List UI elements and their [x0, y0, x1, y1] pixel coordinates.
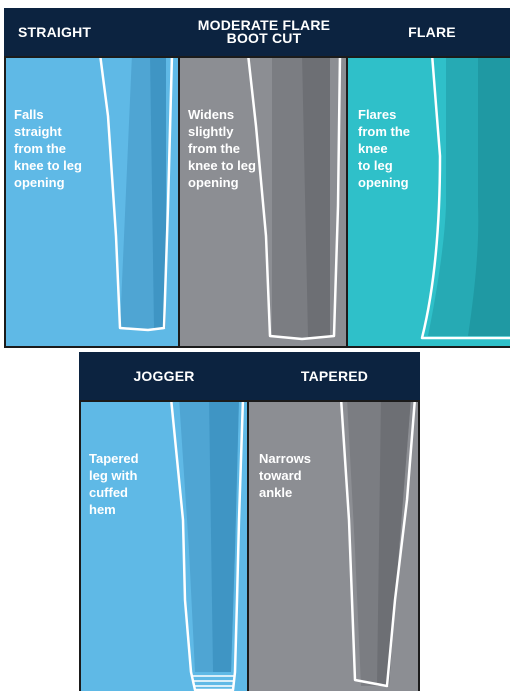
heading-jogger: JOGGER [79, 352, 249, 400]
heading-bootcut-label: MODERATE FLARE BOOT CUT [198, 19, 330, 45]
bootcut-leg-icon [180, 56, 348, 348]
jogger-description: Tapered leg with cuffed hem [89, 450, 139, 518]
flare-panel: Flares from the knee to leg opening [348, 56, 510, 348]
flare-leg-icon [348, 56, 510, 348]
tapered-panel: Narrows toward ankle [249, 400, 420, 691]
jogger-panel: Tapered leg with cuffed hem [79, 400, 249, 691]
heading-flare: FLARE [354, 8, 510, 56]
heading-straight-label: STRAIGHT [18, 26, 91, 39]
heading-flare-label: FLARE [408, 26, 456, 39]
straight-leg-icon [4, 56, 180, 348]
heading-jogger-label: JOGGER [133, 370, 194, 383]
flare-description: Flares from the knee to leg opening [358, 106, 410, 191]
tapered-description: Narrows toward ankle [259, 450, 311, 501]
tapered-leg-icon [249, 400, 420, 691]
bootcut-description: Widens slightly from the knee to leg ope… [188, 106, 256, 191]
heading-straight: STRAIGHT [4, 8, 174, 56]
heading-tapered: TAPERED [249, 352, 420, 400]
heading-tapered-label: TAPERED [301, 370, 368, 383]
heading-bootcut: MODERATE FLARE BOOT CUT [174, 8, 354, 56]
jogger-leg-icon [79, 400, 249, 691]
bootcut-panel: Widens slightly from the knee to leg ope… [180, 56, 348, 348]
straight-panel: Falls straight from the knee to leg open… [4, 56, 180, 348]
straight-description: Falls straight from the knee to leg open… [14, 106, 82, 191]
